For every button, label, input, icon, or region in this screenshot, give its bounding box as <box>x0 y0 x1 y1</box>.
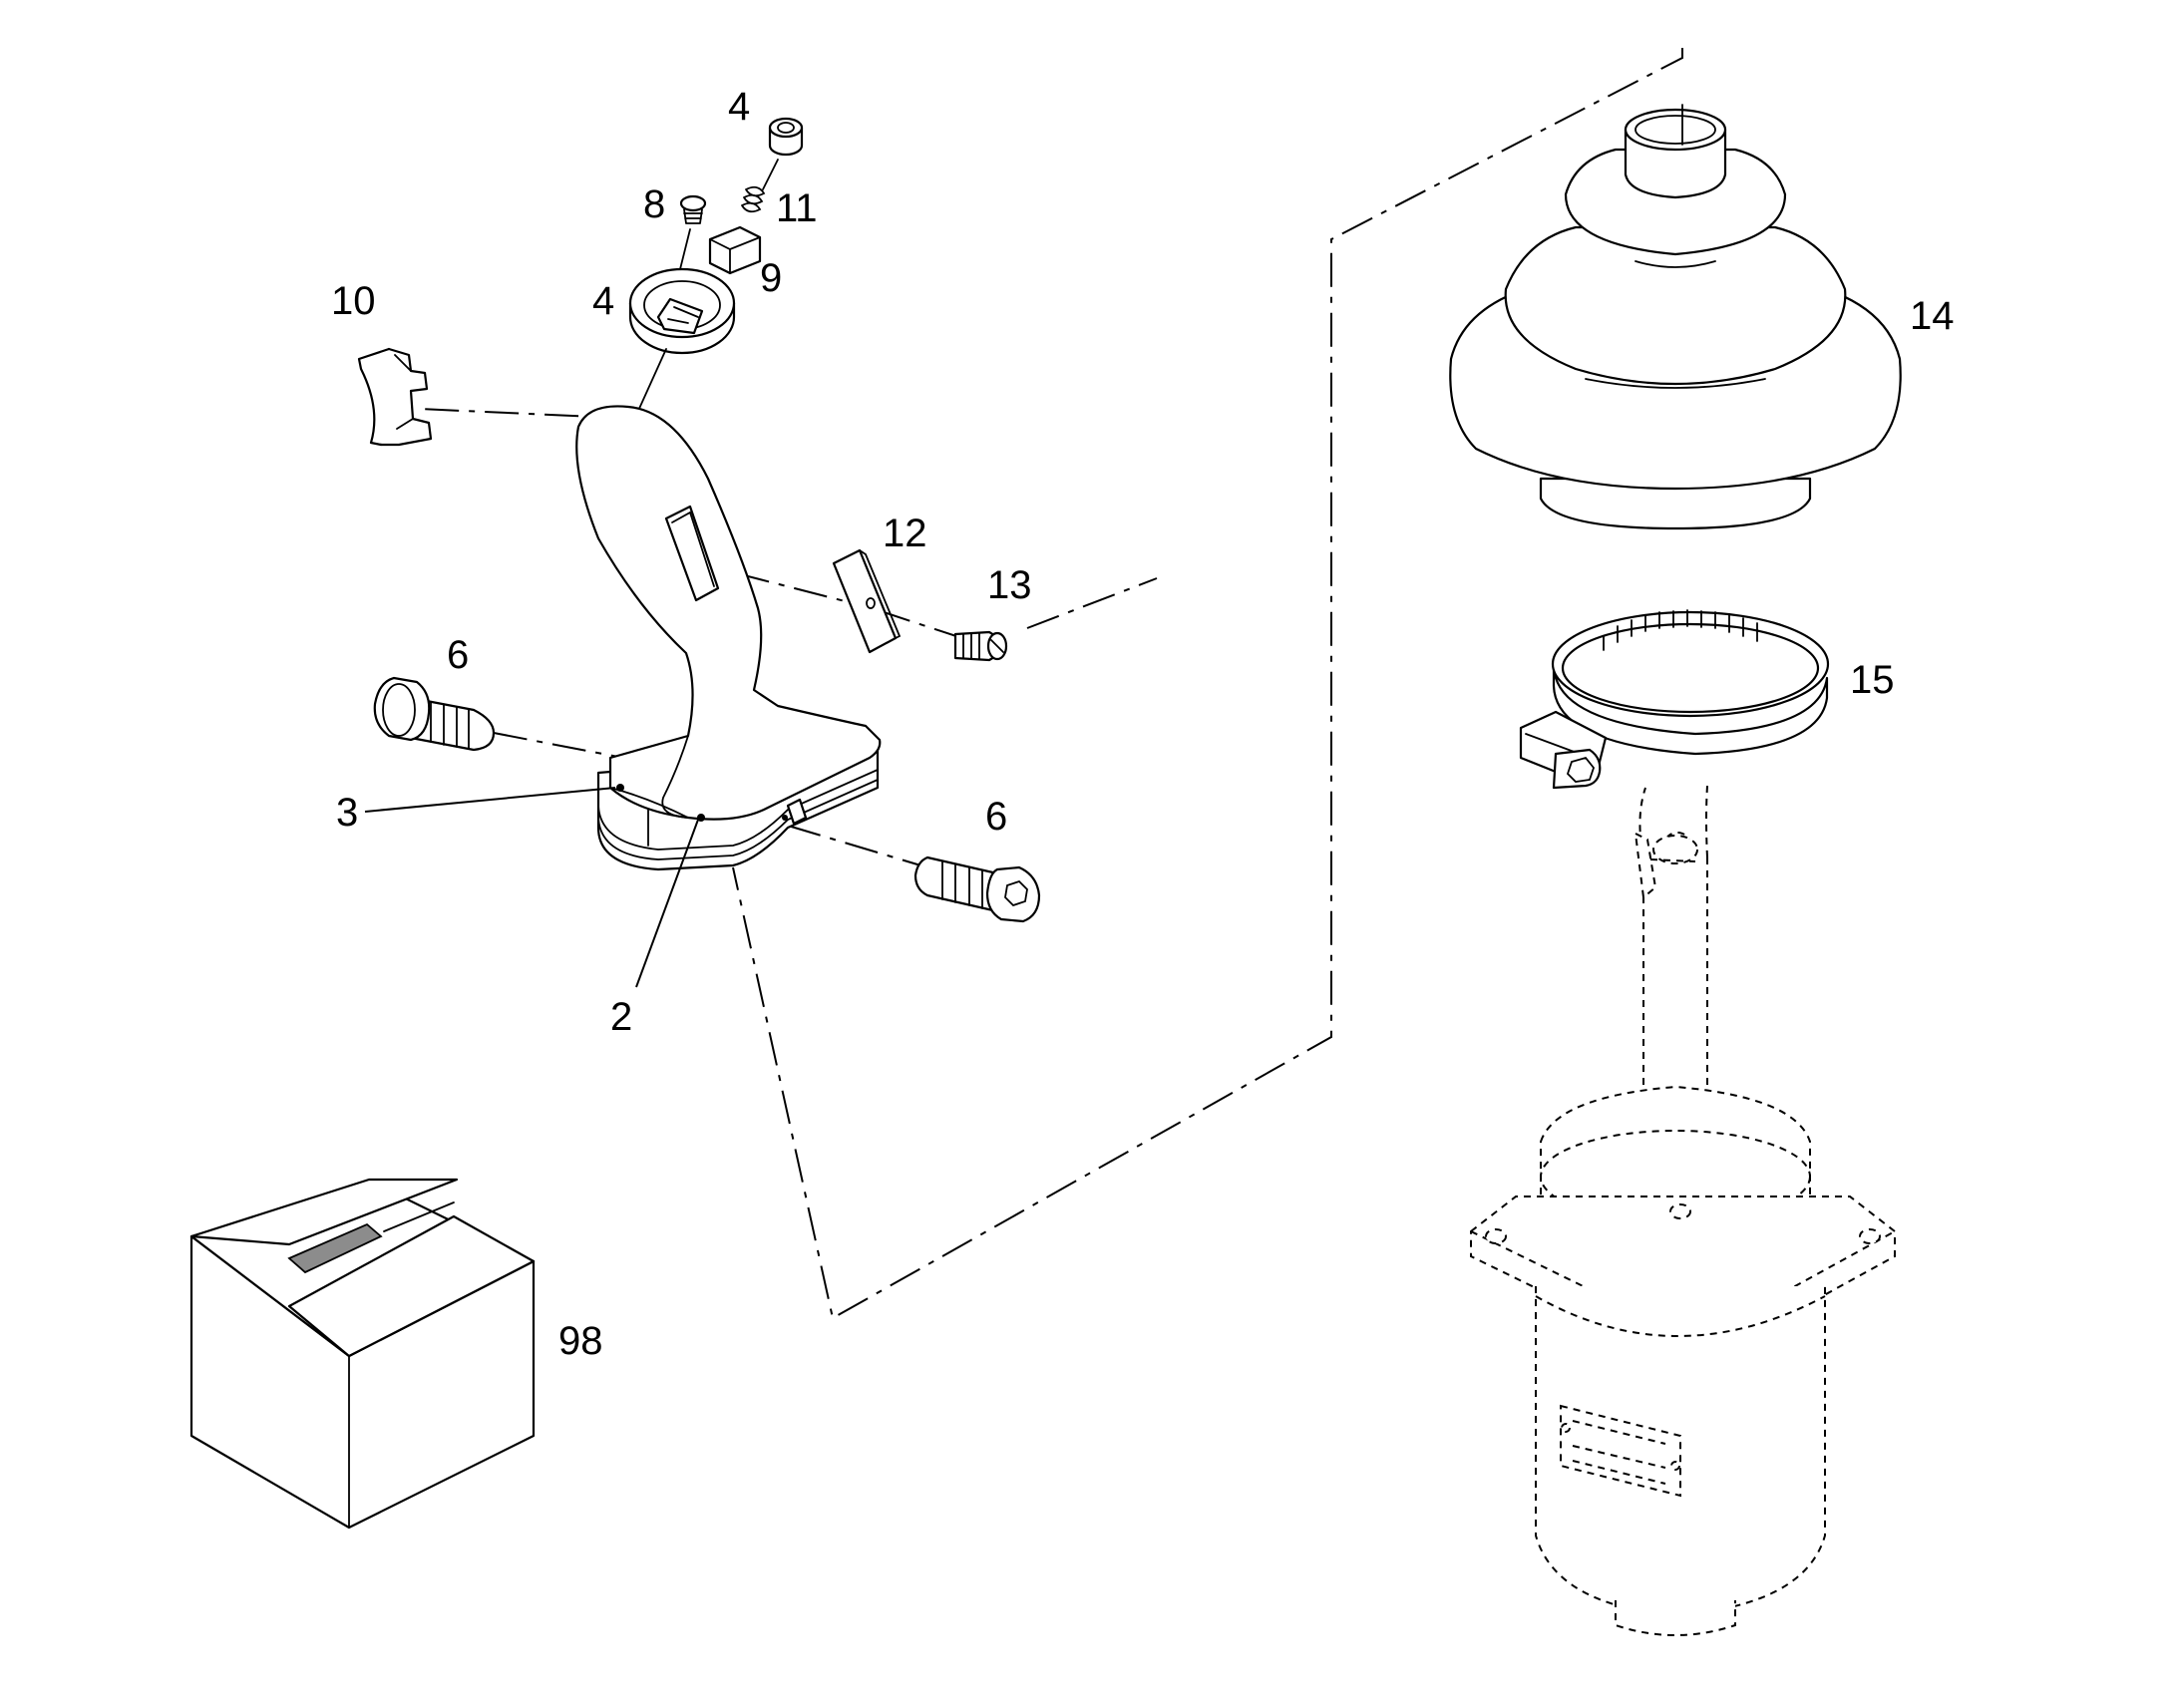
label-6-right: 6 <box>985 795 1007 839</box>
part-98-cardboard-box <box>189 1178 536 1530</box>
label-12: 12 <box>883 512 927 555</box>
label-13: 13 <box>987 563 1032 607</box>
label-3: 3 <box>336 791 358 835</box>
label-10: 10 <box>331 279 376 323</box>
label-98: 98 <box>558 1319 603 1363</box>
part-11-spring <box>741 185 766 213</box>
assembly-lines <box>418 48 1683 1320</box>
part-12-plate <box>832 548 902 654</box>
part-13-screw <box>953 630 1008 662</box>
part-10-rocker-switch <box>357 347 433 447</box>
part-15-hose-clamp <box>1519 609 1830 790</box>
callout-labels: 4 8 11 9 4 10 12 13 6 3 6 2 14 15 98 <box>331 85 1955 1363</box>
label-4-top: 4 <box>728 85 750 129</box>
part-4-knob-cap <box>768 117 804 157</box>
label-9: 9 <box>760 256 782 300</box>
part-8-screw <box>677 194 707 278</box>
label-11: 11 <box>776 186 818 230</box>
part-4-ring-housing <box>628 267 736 355</box>
label-15: 15 <box>1850 658 1895 702</box>
label-4-ring: 4 <box>592 279 614 323</box>
joystick-handle <box>575 405 882 871</box>
label-14: 14 <box>1910 294 1955 338</box>
part-14-rubber-boot <box>1449 104 1902 530</box>
part-6-bolt-left <box>373 676 496 752</box>
part-6-bolt-right <box>913 855 1041 923</box>
leader-lines <box>364 787 699 988</box>
label-8: 8 <box>643 182 665 226</box>
label-6-left: 6 <box>447 633 469 677</box>
ghost-motor-assembly <box>1470 785 1896 1636</box>
part-9-block <box>708 225 762 275</box>
label-2: 2 <box>610 995 632 1039</box>
